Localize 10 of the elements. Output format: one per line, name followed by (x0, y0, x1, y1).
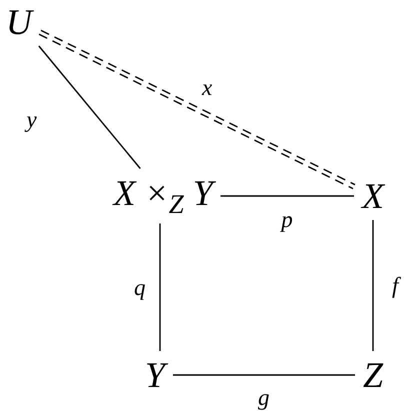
edge-label: f (391, 274, 400, 297)
object-label: X (362, 178, 384, 214)
dashed-double-line (38, 30, 356, 190)
morphism-line (372, 220, 374, 351)
morphism-line (159, 224, 161, 351)
object-label: Z (363, 357, 384, 393)
morphism-line (173, 374, 355, 376)
morphism-line (38, 46, 141, 169)
object-label: U (6, 4, 32, 40)
morphism-line (220, 195, 354, 197)
